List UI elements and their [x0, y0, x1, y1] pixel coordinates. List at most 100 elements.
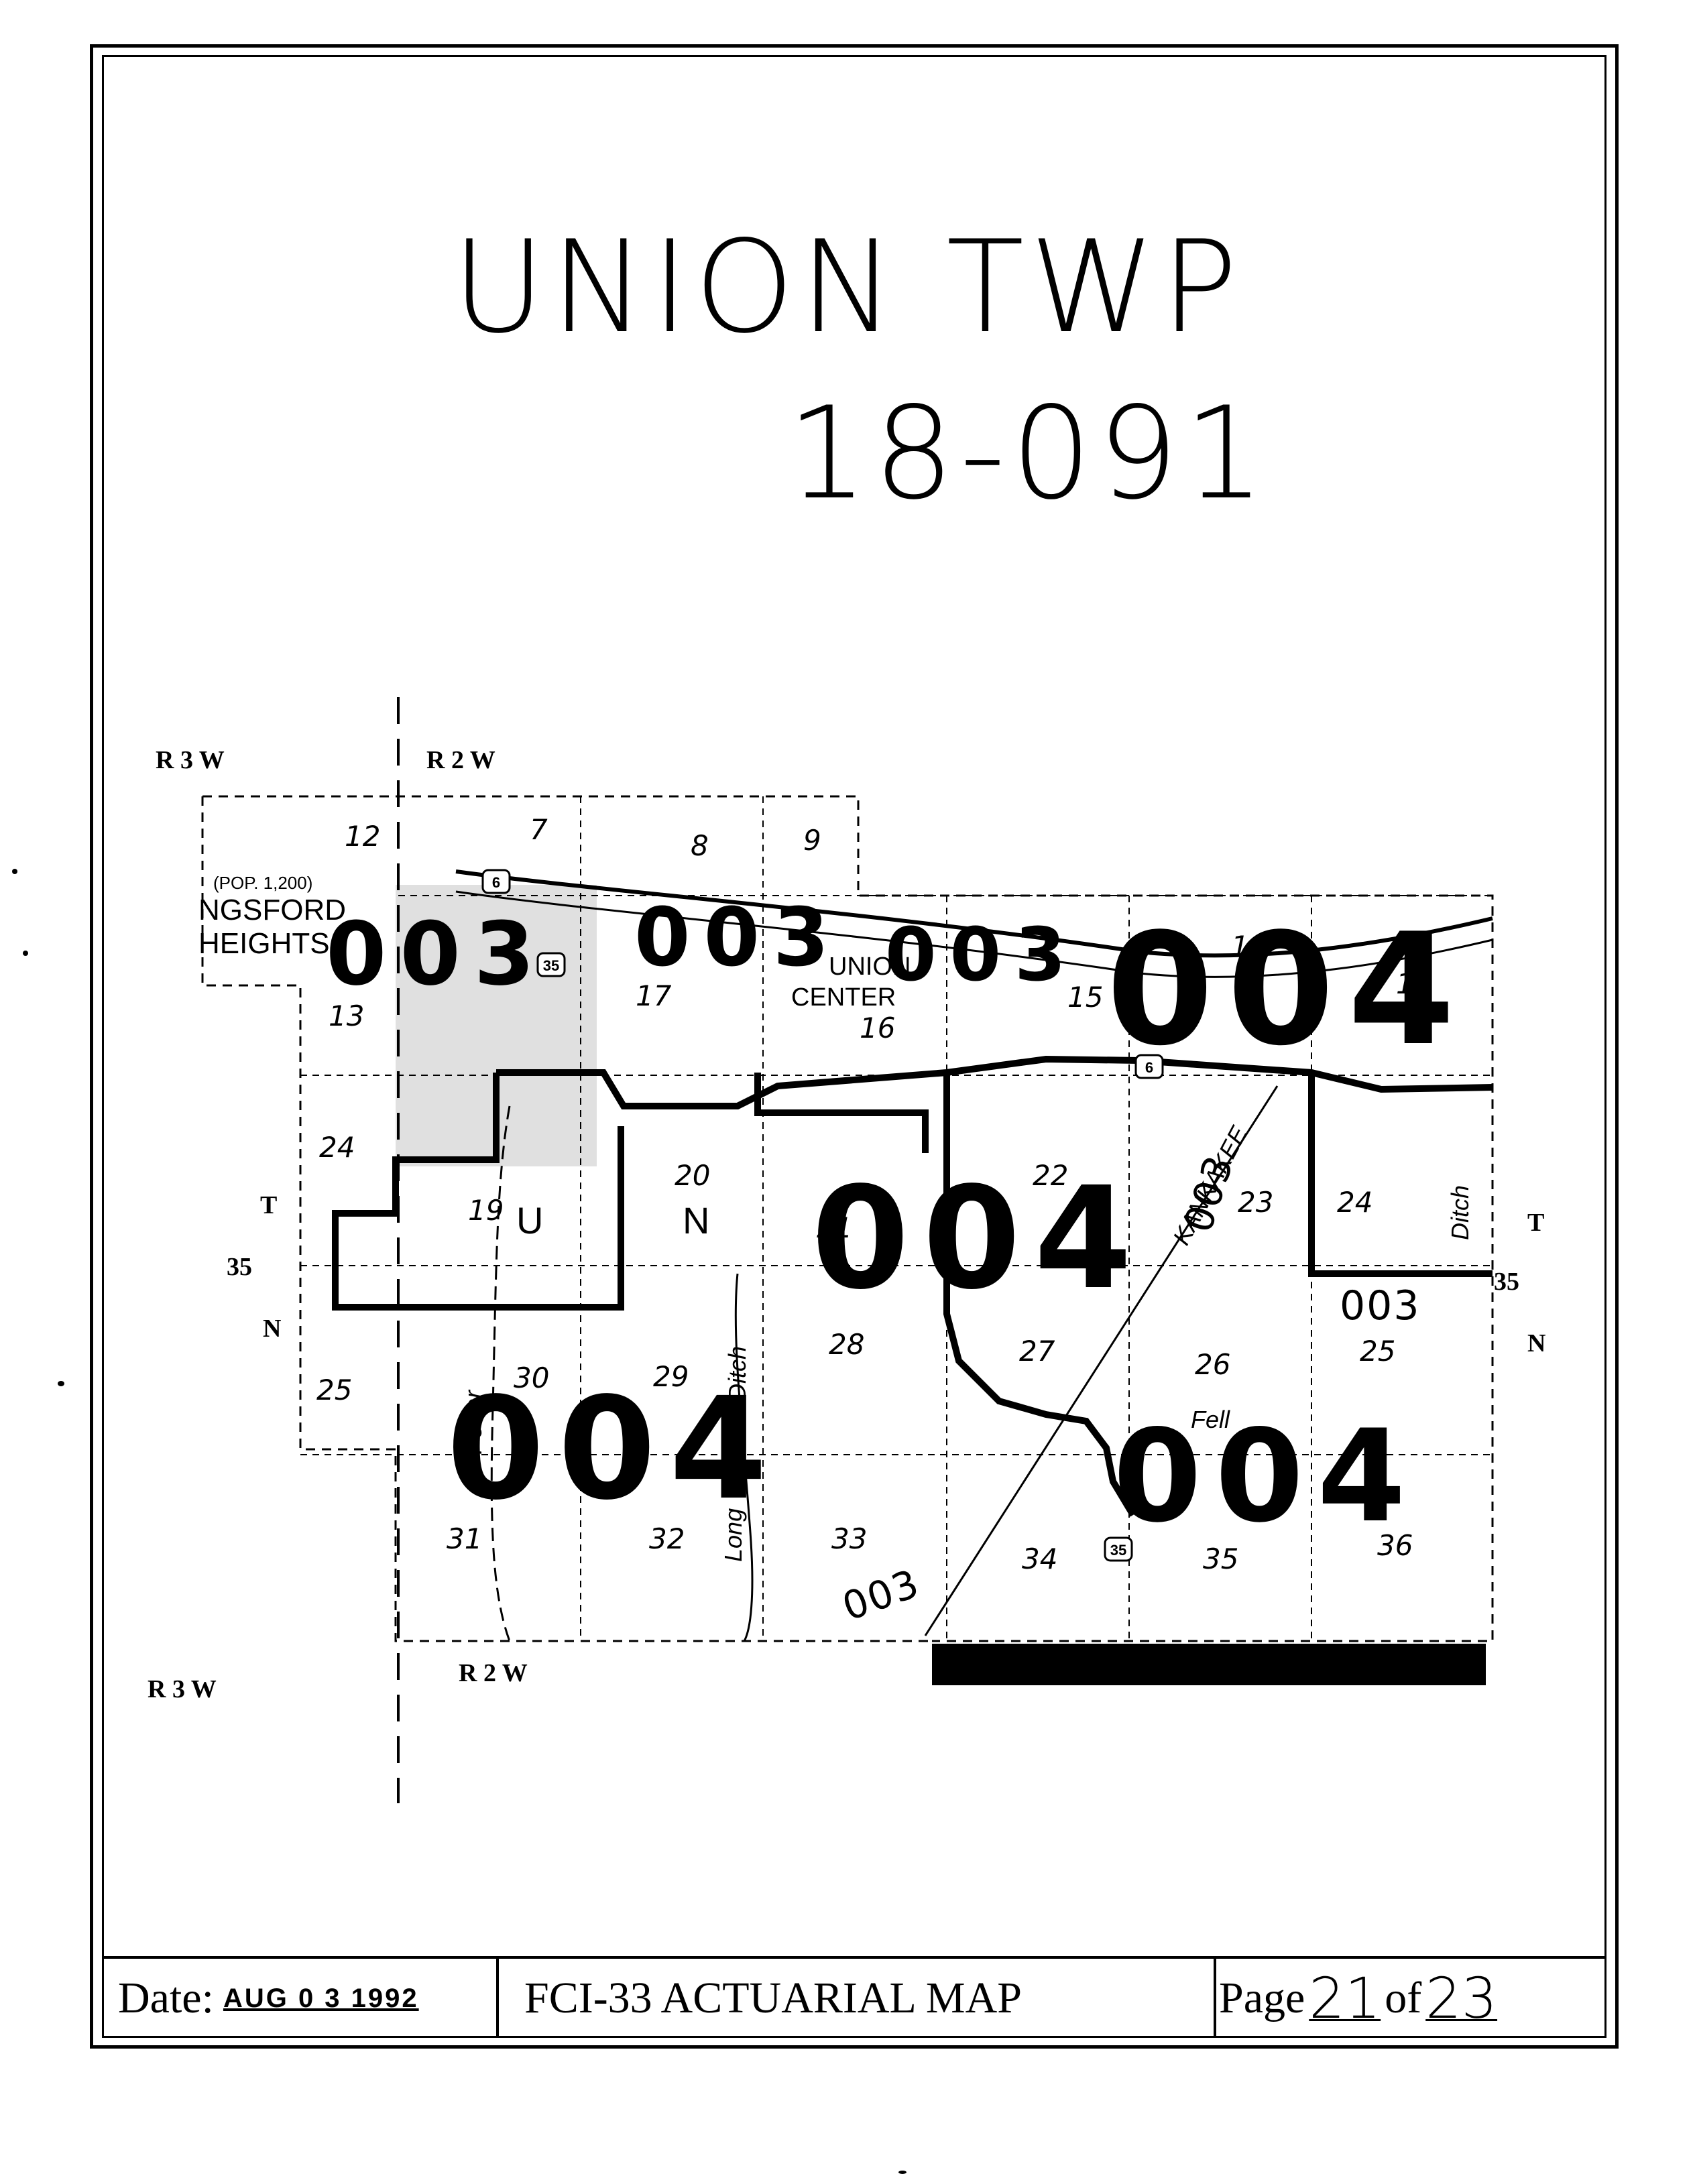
place-heights: HEIGHTS [198, 927, 330, 960]
section-number: 20 [675, 1159, 710, 1192]
zone-code: 003 [1340, 1282, 1421, 1329]
section-number: 8 [691, 829, 709, 862]
place-union: UNION [829, 953, 911, 981]
place-population: (POP. 1,200) [213, 873, 312, 893]
section-number: 15 [1067, 981, 1103, 1014]
fell-label: Fell [1191, 1406, 1230, 1433]
range-label-r3w-bottom: R 3 W [148, 1675, 217, 1703]
section-number: 16 [860, 1012, 895, 1044]
long-ditch [734, 1273, 754, 1642]
section-number: 23 [1238, 1186, 1273, 1219]
section-number: 19 [468, 1194, 504, 1227]
route-shield-icon [536, 952, 566, 977]
page-number: 21 [1309, 1965, 1381, 2031]
zone-code: 003 [837, 1560, 926, 1630]
section-number: 24 [319, 1131, 355, 1164]
place-kingsford: NGSFORD [198, 894, 346, 926]
range-label-r2w-top: R 2 W [426, 746, 495, 774]
section-number: 34 [1022, 1542, 1057, 1575]
footer-divider [496, 1959, 499, 2038]
place-center: CENTER [791, 983, 896, 1012]
section-number: 27 [1019, 1335, 1055, 1368]
section-grid [300, 796, 1493, 1641]
potter-ditch [490, 1105, 511, 1642]
township-label-35-west: 35 [227, 1253, 252, 1281]
route-number: 6 [492, 874, 500, 891]
scan-speck [898, 2171, 907, 2174]
township-label-t-east: T [1527, 1209, 1544, 1237]
zone-code: 003 [326, 903, 548, 1005]
route-number: 35 [1110, 1542, 1126, 1559]
zone-code: 003 [1175, 1149, 1243, 1237]
scan-speck [12, 869, 17, 874]
south-boundary-bar [932, 1644, 1486, 1685]
section-number: 25 [316, 1374, 352, 1406]
map-footer: Date: AUG 0 3 1992 FCI-33 ACTUARIAL MAP … [102, 1956, 1606, 2038]
map-letter-u: U [516, 1199, 543, 1241]
section-number: 36 [1377, 1529, 1413, 1562]
footer-divider [1214, 1959, 1216, 2038]
map-title: FCI-33 ACTUARIAL MAP [524, 1974, 1022, 2022]
zone-code: 004 [811, 1156, 1145, 1321]
ditch-label-east: Ditch [1446, 1185, 1474, 1240]
zone-code: 003 [885, 912, 1079, 997]
zone-code: 004 [1106, 901, 1468, 1080]
section-number: 14 [1231, 930, 1267, 963]
section-number: 35 [1203, 1542, 1238, 1575]
page-total: 23 [1425, 1965, 1498, 2031]
section-number: 24 [1337, 1186, 1372, 1219]
scan-speck [23, 951, 28, 956]
kankakee-river [924, 1085, 1279, 1636]
township-label-t-west: T [260, 1191, 277, 1219]
section-number: 31 [447, 1522, 482, 1555]
route-number: 35 [543, 957, 559, 974]
range-label-r2w-bottom: R 2 W [459, 1659, 528, 1687]
section-number: 21 [817, 1211, 852, 1244]
zone-code: 003 [634, 892, 843, 985]
page-label: Page [1219, 1974, 1305, 2022]
route-shield-icon [1134, 1054, 1164, 1079]
township-boundary-west [201, 796, 932, 1642]
date-cell: Date: AUG 0 3 1992 [118, 1959, 419, 2038]
of-label: of [1385, 1974, 1422, 2022]
long-label: Long [719, 1508, 747, 1562]
highway-6 [455, 869, 1493, 958]
scan-speck [58, 1381, 64, 1386]
town-area [396, 885, 597, 1166]
date-label: Date: [118, 1974, 214, 2022]
section-number: 7 [530, 813, 548, 846]
section-number: 28 [829, 1328, 864, 1361]
section-number: 9 [803, 824, 821, 857]
section-number: 13 [1396, 967, 1431, 1000]
section-number: 26 [1195, 1348, 1230, 1381]
section-number: 12 [345, 820, 380, 853]
section-number: 25 [1360, 1335, 1395, 1368]
township-label-n-east: N [1527, 1329, 1545, 1357]
route-shield-icon [1104, 1536, 1133, 1562]
township-title: UNION TWP [452, 213, 1243, 361]
potter-label: Potter [459, 1389, 487, 1455]
outer-border [90, 44, 1619, 2049]
township-code: 18-091 [786, 379, 1271, 528]
section-number: 33 [831, 1522, 867, 1555]
section-number: 22 [1033, 1159, 1068, 1192]
route-number: 6 [1145, 1059, 1153, 1076]
page-cell: Page 21 of 23 [1219, 1959, 1501, 2038]
section-number: 13 [329, 999, 364, 1032]
ditch-label-long: Ditch [723, 1346, 751, 1401]
inner-border [102, 55, 1606, 2038]
zone-boundaries [332, 1055, 1493, 1517]
section-number: 29 [653, 1360, 689, 1393]
section-number: 32 [649, 1522, 685, 1555]
section-number: 30 [514, 1361, 549, 1394]
range-label-r3w-top: R 3 W [156, 746, 225, 774]
township-label-n-west: N [263, 1315, 281, 1343]
zone-code: 004 [447, 1367, 780, 1531]
section-number: 17 [636, 979, 672, 1012]
date-stamp: AUG 0 3 1992 [223, 1983, 419, 2013]
township-label-35-east: 35 [1494, 1268, 1519, 1296]
zone-code: 004 [1113, 1402, 1419, 1551]
highway-6-edge [455, 890, 1493, 978]
map-letter-n: N [683, 1199, 709, 1241]
